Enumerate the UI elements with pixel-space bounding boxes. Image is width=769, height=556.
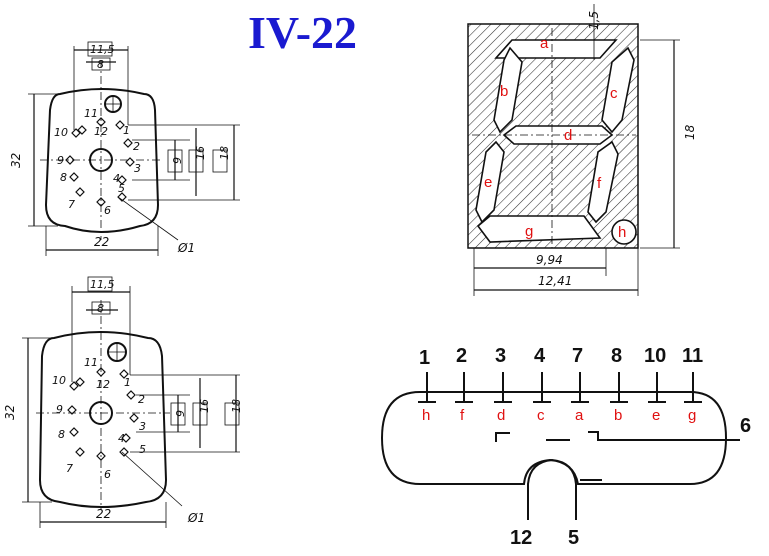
segment-label: e [484,174,492,191]
dim-22: 22 [96,507,111,521]
pin-label: 4 [118,432,125,445]
segment-label: g [525,223,533,240]
pin-segment: a [575,407,584,424]
pin-label: 9 [57,154,64,167]
segment-h [611,219,637,245]
pin-label: 3 [139,420,146,433]
pin-segment: f [460,407,465,424]
pin-segment: b [614,407,622,424]
segment-label: c [610,85,618,102]
dim-11-5: 11,5 [90,43,115,56]
pin-label: 11 [84,107,98,120]
dim-18: 18 [218,146,231,160]
dim-22: 22 [94,235,109,249]
base-outline [44,88,160,233]
segment-label: d [564,127,572,144]
side-lead [588,431,740,441]
pin-number: 8 [611,345,622,367]
pin-label: 6 [104,204,111,217]
segment-a [494,39,618,59]
pin-segment: g [688,407,696,424]
dim-16: 16 [194,146,207,160]
pin-segment: d [497,407,505,424]
pin-label: 10 [52,374,66,387]
pin-label: 6 [104,468,111,481]
pin-label: 5 [118,182,125,195]
pin-label: 3 [134,162,141,175]
dim-32: 32 [9,153,23,168]
pin-label: 7 [68,198,75,211]
pin-number-side: 6 [740,415,751,437]
segment-view: a b c d e f g h 1,5 18 9,94 12,41 [467,4,697,296]
pin-number: 7 [572,345,583,367]
pin-label: 10 [54,126,68,139]
pin-number: 4 [534,345,546,367]
dim-9-94: 9,94 [536,253,563,267]
pin-label: 1 [124,376,131,389]
pin-number: 3 [495,345,506,367]
dim-12-41: 12,41 [538,274,572,288]
base-outline [38,331,168,508]
dim-32: 32 [3,405,17,420]
dim-11-5: 11,5 [90,278,115,291]
internal-electrode [495,432,510,442]
base-view-top: 11 12 1 2 3 4 5 6 7 8 9 10 11,5 8 32 22 [9,41,240,256]
pin-label: 12 [94,125,108,138]
dim-18-height: 18 [683,124,697,140]
dim-8: 8 [97,58,104,71]
pin-number: 11 [682,345,703,367]
pin-label: 1 [123,124,130,137]
dim-hole: Ø1 [177,241,195,255]
pin-number-bottom: 12 [510,527,532,549]
pin-segment: h [422,407,430,424]
pin-label: 8 [58,428,65,441]
dim-16: 16 [198,399,211,413]
pinout-diagram: 1 2 3 4 7 8 10 11 h f d c a b e g 6 12 5 [380,345,751,549]
pin-segment: c [537,407,545,424]
pin-number: 2 [456,345,467,367]
pin-label: 12 [96,378,110,391]
bottom-lead-arc [527,458,577,520]
pin-label: 2 [138,393,145,406]
pin-segment: e [652,407,660,424]
title: IV-22 [248,7,357,58]
pin-label: 2 [133,140,140,153]
dim-8: 8 [97,302,104,315]
pin-label: 11 [84,356,98,369]
segment-label: b [500,83,508,100]
pin-label: 7 [66,462,73,475]
pin-label: 9 [56,403,63,416]
pin-number: 1 [419,347,430,369]
dim-9: 9 [174,410,187,417]
segment-c [601,46,635,134]
segment-g [476,215,602,243]
dim-1-5: 1,5 [587,11,601,30]
pin-label: 8 [60,171,67,184]
dim-hole: Ø1 [187,511,205,525]
pin-label: 4 [113,172,120,185]
segment-label: a [540,35,549,52]
pin-number: 10 [644,345,666,367]
dim-18: 18 [230,399,243,413]
segment-b [493,46,523,134]
pin-number-bottom: 5 [568,527,579,549]
segment-label: h [618,224,626,241]
segment-label: f [597,175,602,192]
pinout-envelope [380,391,728,485]
dim-9: 9 [171,157,184,164]
segment-f [587,140,619,224]
pin-label: 5 [139,443,146,456]
base-view-bottom: 11 12 1 2 3 4 5 6 7 8 9 10 11,5 8 32 22 [3,276,243,528]
